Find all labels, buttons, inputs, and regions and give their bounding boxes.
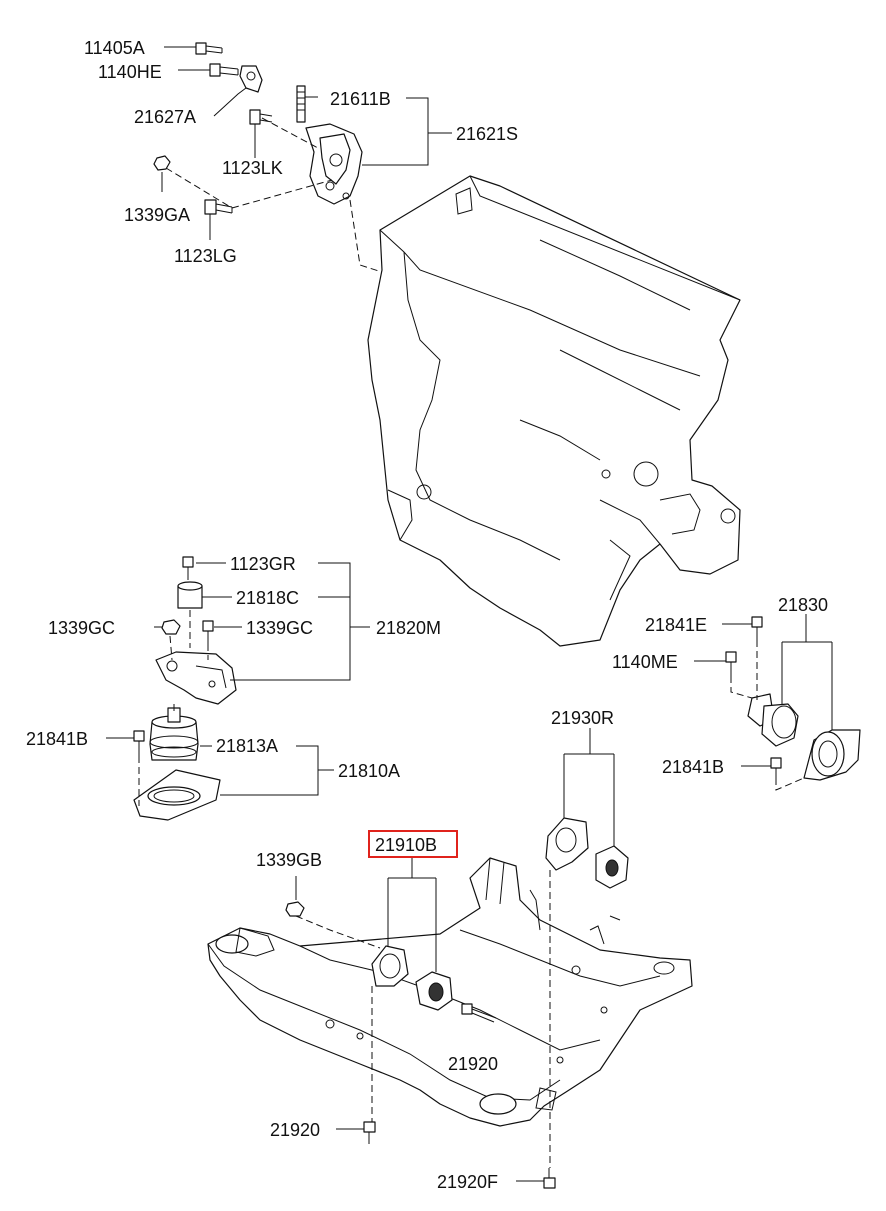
bolt-21920-mid[interactable] [461,1003,497,1023]
label-1123LG[interactable]: 1123LG [174,246,237,266]
label-21920-mid[interactable]: 21920 [448,1054,498,1074]
bracket-21910B[interactable] [371,945,453,1011]
bolt-1123LK[interactable] [249,109,273,125]
bolt-1140HE[interactable] [209,63,239,77]
label-1123LK[interactable]: 1123LK [222,158,283,178]
mount-21830-bracket[interactable] [803,729,861,781]
label-21611B[interactable]: 21611B [330,89,391,109]
bracket-21810A[interactable] [133,769,221,821]
label-21813A[interactable]: 21813A [216,736,278,756]
label-21830[interactable]: 21830 [778,595,828,615]
label-1339GB[interactable]: 1339GB [256,850,322,870]
bolt-21920-low[interactable] [363,1121,376,1144]
mount-21830-bushing[interactable] [747,693,799,747]
label-1140ME[interactable]: 1140ME [612,652,678,672]
bushing-21818C[interactable] [177,581,203,609]
label-21841E[interactable]: 21841E [645,615,707,635]
insulator-21813A[interactable] [149,707,199,761]
nut-1339GB[interactable] [285,901,305,917]
label-11405A[interactable]: 11405A [84,38,145,58]
bracket-21621S[interactable] [305,123,363,205]
label-21920-low[interactable]: 21920 [270,1120,320,1140]
bolt-1339GC-right[interactable] [202,620,214,644]
left-mount-assembly [106,556,370,821]
bracket-21930R[interactable] [545,817,629,889]
nut-1339GA[interactable] [153,155,171,171]
label-21920F[interactable]: 21920F [437,1172,498,1192]
label-21841B-right[interactable]: 21841B [662,757,724,777]
label-21621S[interactable]: 21621S [456,124,518,144]
bolt-1123GR[interactable] [182,556,194,580]
stud-21611B[interactable] [296,85,306,123]
label-1339GA[interactable]: 1339GA [124,205,190,225]
label-1339GC-right[interactable]: 1339GC [246,618,313,638]
bolt-21841E[interactable] [751,616,763,640]
label-21820M[interactable]: 21820M [376,618,441,638]
engine-block [367,175,741,647]
subframe-fasteners [285,728,629,1189]
bolt-21841B-right[interactable] [770,757,782,778]
label-21930R[interactable]: 21930R [551,708,614,728]
label-21818C[interactable]: 21818C [236,588,299,608]
bolt-1140ME[interactable] [725,651,737,676]
highlight-box-21910B [368,830,458,858]
bolt-11405A[interactable] [195,42,223,55]
label-1123GR[interactable]: 1123GR [230,554,296,574]
label-21810A[interactable]: 21810A [338,761,400,781]
bolt-1123LG[interactable] [204,199,233,215]
right-mount-assembly [694,614,861,791]
nut-1339GC-left[interactable] [161,619,181,635]
part-labels: 11405A 1140HE 21627A 21611B 21621S 1123L… [26,38,828,1192]
bolt-21841B-left[interactable] [133,730,145,756]
upper-bracket-assembly [153,42,452,275]
label-1140HE[interactable]: 1140HE [98,62,162,82]
label-21841B-left[interactable]: 21841B [26,729,88,749]
label-21910B[interactable]: 21910B [375,835,437,855]
bracket-21627A[interactable] [239,65,263,93]
label-1339GC-left[interactable]: 1339GC [48,618,115,638]
label-21627A[interactable]: 21627A [134,107,196,127]
bolt-21920F[interactable] [543,1168,556,1189]
bracket-21820M[interactable] [155,651,237,705]
